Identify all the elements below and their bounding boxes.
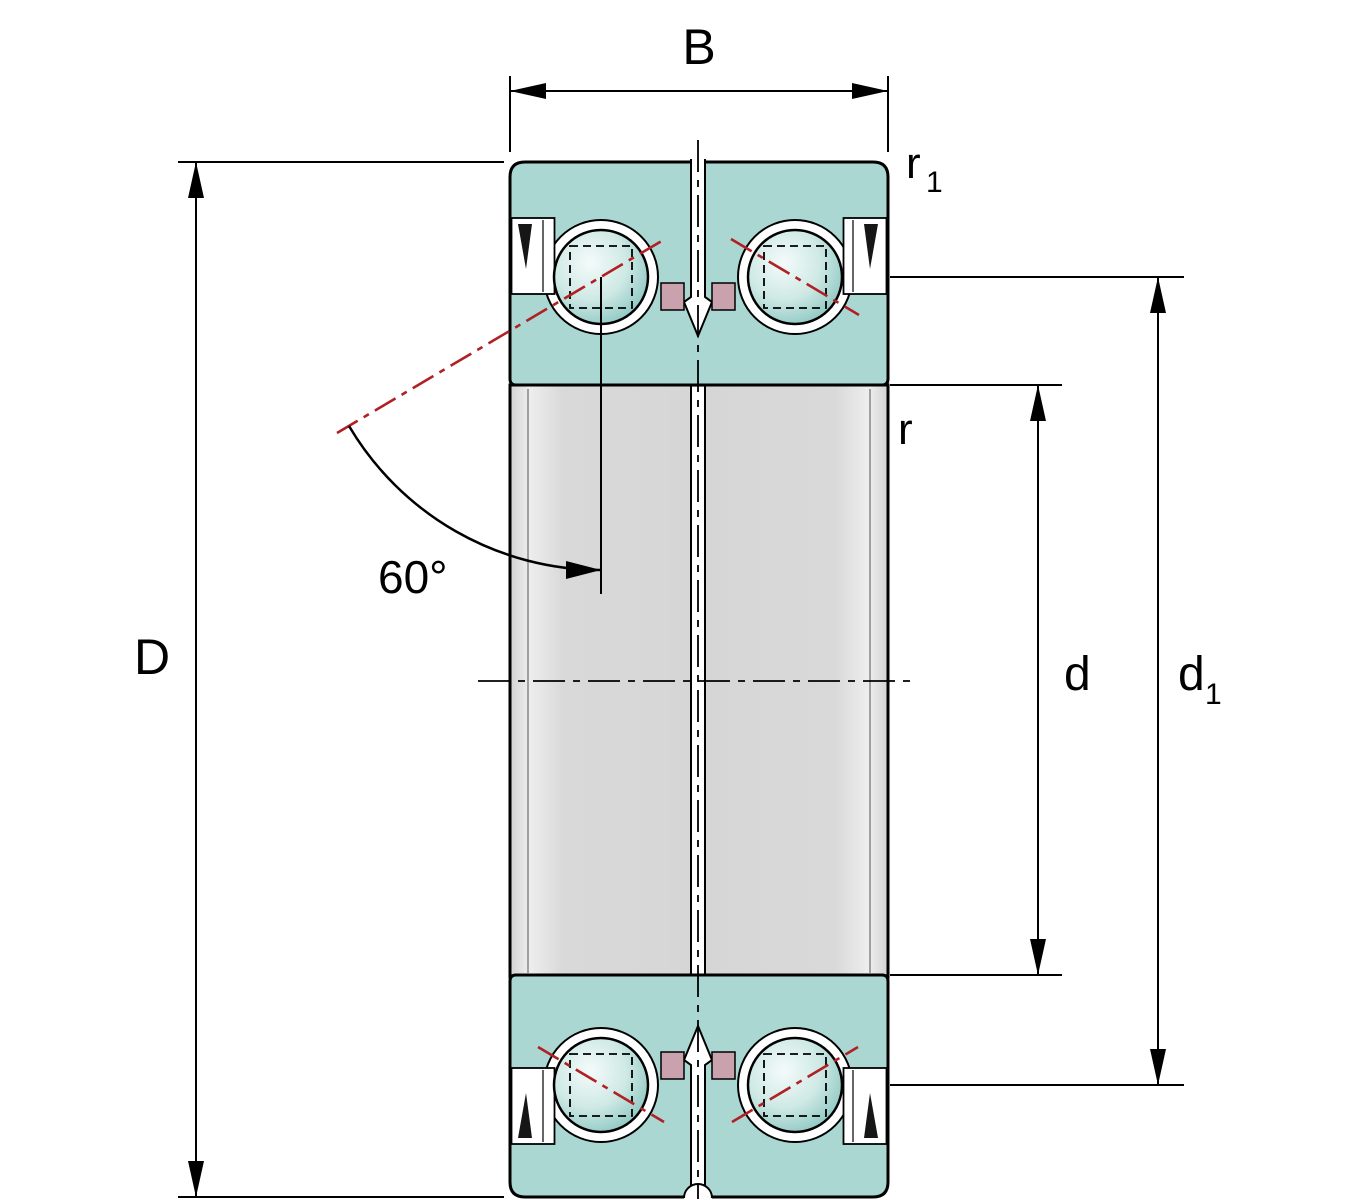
chamfer-inner-label: r: [898, 405, 913, 454]
outer-ring-bottom-assembly: [508, 973, 890, 1200]
angle-annotation: 60°: [347, 277, 602, 603]
contact-angle-lines: [336, 237, 860, 1124]
cage-pocket-dashed-top-left: [569, 245, 633, 309]
ball-top-right: [746, 228, 844, 326]
seal-wedge-icon: [518, 1093, 532, 1138]
seal-top-right: [842, 217, 888, 295]
contact-line-top-right: [730, 237, 860, 317]
arrowhead-up-icon: [188, 162, 204, 198]
seal-bottom-left: [510, 1067, 556, 1145]
outer-diameter-label: D: [134, 629, 170, 685]
contact-line-top-left: [336, 237, 666, 435]
ball-bottom-right: [746, 1036, 844, 1134]
arrowhead-up-icon: [1030, 385, 1046, 421]
bore-diameter-label: d: [1064, 648, 1091, 701]
arrowhead-up-icon: [1150, 277, 1166, 313]
dimension-d: d: [890, 384, 1091, 976]
contact-line-bottom-right: [731, 1045, 859, 1124]
cage-section-bottom-left: [660, 1051, 685, 1080]
cage-section-bottom-right: [711, 1051, 736, 1080]
dimension-d1: d 1: [890, 276, 1222, 1086]
chamfer-labels: r 1 r: [898, 139, 943, 454]
cage-pocket-dashed-bottom-left: [569, 1053, 633, 1117]
dimension-B: B: [509, 19, 889, 152]
seal-wedge-icon: [864, 224, 878, 269]
chamfer-outer-label-base: r: [906, 139, 921, 188]
seal-wedge-icon: [864, 1093, 878, 1138]
contact-line-bottom-left: [537, 1045, 665, 1124]
outer-ring-top-assembly: [508, 159, 890, 387]
width-label: B: [682, 19, 715, 75]
contact-angle-label: 60°: [378, 551, 448, 603]
seal-housing: [510, 217, 556, 295]
arrowhead-right-icon: [852, 83, 888, 99]
dimension-D: D: [134, 161, 504, 1198]
arrowhead-down-icon: [1030, 939, 1046, 975]
inner-diameter-label-base: d: [1178, 648, 1205, 701]
angle-arrowhead-icon: [566, 561, 601, 579]
cage-section-top-left: [660, 282, 685, 311]
cage-section-top-right: [711, 282, 736, 311]
chamfer-outer-label-sub: 1: [926, 166, 943, 199]
center-lines: [478, 140, 918, 1199]
arrowhead-down-icon: [1150, 1049, 1166, 1085]
arrowhead-left-icon: [510, 83, 546, 99]
cage-pocket-dashed-top-right: [763, 245, 827, 309]
arrowhead-down-icon: [188, 1161, 204, 1197]
angle-arc: [347, 425, 602, 572]
cage-pocket-dashed-bottom-right: [763, 1053, 827, 1117]
seal-housing: [510, 1067, 556, 1145]
bottom-edge-notch-arc: [683, 1183, 713, 1199]
inner-diameter-label-sub: 1: [1205, 678, 1222, 711]
seal-bottom-right: [842, 1067, 888, 1145]
seal-top-left: [510, 217, 556, 295]
ball-bottom-left: [552, 1036, 650, 1134]
seal-wedge-icon: [518, 224, 532, 269]
